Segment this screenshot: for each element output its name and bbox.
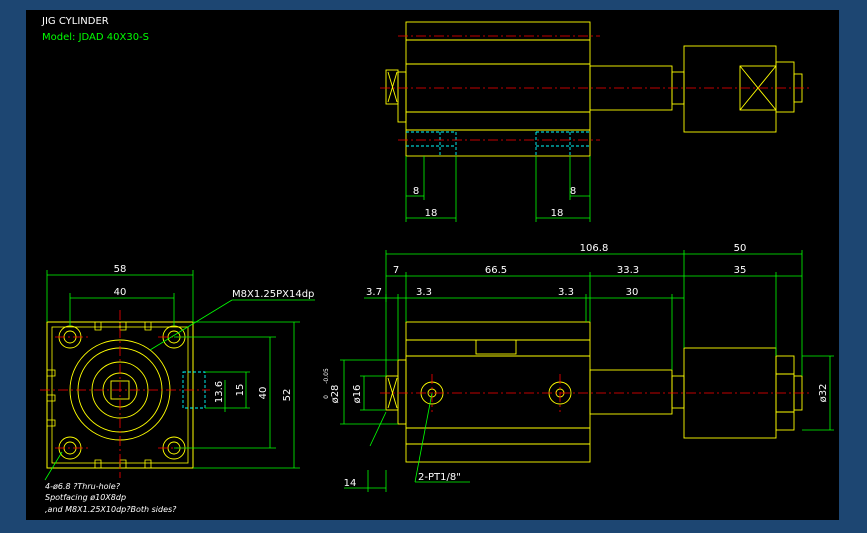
dim-40-width: 40	[114, 287, 127, 298]
dim-58: 58	[114, 264, 127, 275]
port-callout: 2-PT1/8"	[418, 472, 461, 483]
top-view-stopper	[683, 45, 777, 133]
dim-8-right: 8	[570, 186, 576, 197]
side-view: 106.8 50 7 66.5 33.3 35 3.7 3.3 3.3 30 ø…	[323, 243, 834, 492]
note-line-2: Spotfacing ø10X8dp	[45, 493, 126, 502]
dim-35: 35	[734, 265, 747, 276]
drawing-viewport[interactable]	[26, 10, 839, 520]
dim-18-right: 18	[551, 208, 564, 219]
dim-15: 15	[235, 384, 246, 397]
side-view-cap	[397, 359, 407, 425]
note-line-3: ,and M8X1.25X10dp?Both sides?	[45, 505, 177, 514]
dim-40-height: 40	[258, 387, 269, 400]
top-view-nut	[775, 61, 795, 113]
dim-phi32: ø32	[818, 384, 829, 403]
drawing-title: JIG CYLINDER	[41, 16, 109, 27]
dim-30: 30	[626, 287, 639, 298]
dim-phi28-tol0: 0	[323, 395, 330, 399]
top-view: 8 8 18 18	[380, 21, 812, 222]
top-view-hidden	[406, 131, 590, 156]
side-view-body	[405, 321, 591, 463]
dim-phi28-tol: -0.05	[323, 368, 330, 384]
dim-18-left: 18	[425, 208, 438, 219]
dim-7: 7	[393, 265, 399, 276]
brand-label	[475, 339, 517, 355]
dim-106-8: 106.8	[580, 243, 609, 254]
dim-33-3: 33.3	[617, 265, 639, 276]
side-view-rod	[589, 369, 673, 415]
end-view: 58 40 M8X1.25PX14dp 52 40 15 13.6 4-ø6.8…	[40, 264, 315, 514]
dim-3-3-left: 3.3	[416, 287, 432, 298]
dim-52: 52	[282, 389, 293, 402]
dim-phi28: ø28	[330, 385, 341, 404]
end-view-notches	[47, 322, 152, 468]
dim-3-7: 3.7	[366, 287, 382, 298]
top-view-end	[385, 69, 399, 105]
dim-13-6: 13.6	[214, 381, 225, 403]
dim-3-3-right: 3.3	[558, 287, 574, 298]
thread-callout: M8X1.25PX14dp	[232, 289, 314, 300]
dim-phi16: ø16	[352, 385, 363, 404]
top-view-body	[405, 21, 591, 157]
note-line-1: 4-ø6.8 ?Thru-hole?	[45, 482, 121, 491]
model-label: Model: JDAD 40X30-S	[42, 32, 149, 43]
dim-14: 14	[344, 478, 357, 489]
dim-66-5: 66.5	[485, 265, 507, 276]
dim-8-left: 8	[413, 186, 419, 197]
top-view-cap	[397, 71, 407, 123]
dim-50: 50	[734, 243, 747, 254]
rod-hex	[110, 380, 130, 400]
